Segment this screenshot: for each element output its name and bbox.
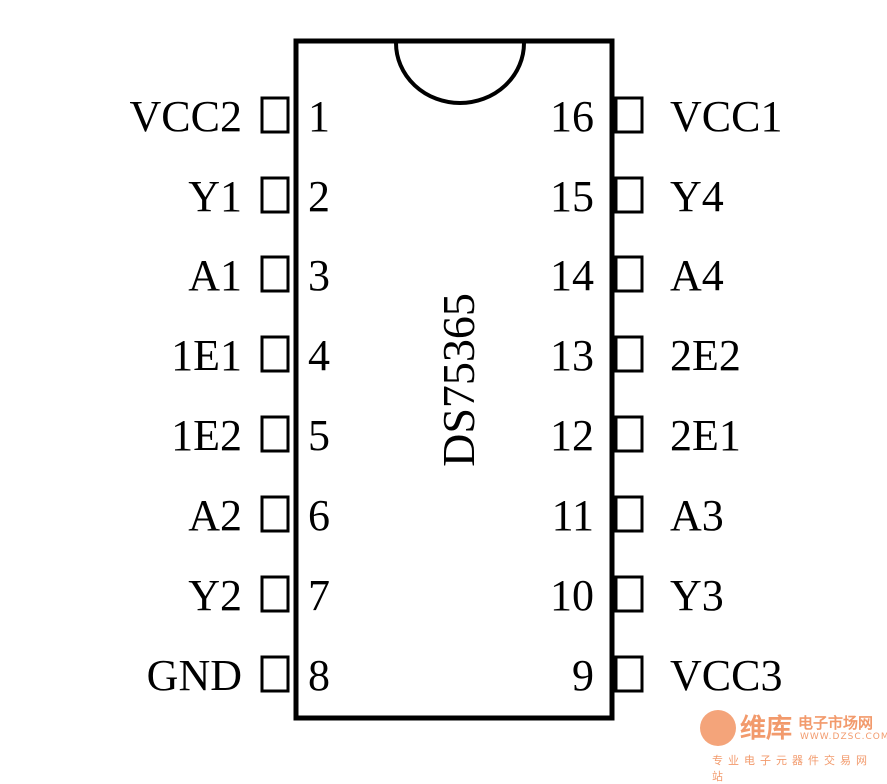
- pin-number: 6: [308, 491, 330, 540]
- pin-number: 8: [308, 651, 330, 700]
- pin-label: VCC3: [670, 651, 782, 700]
- watermark: 维库 电子市场网 WWW.DZSC.COM 专业电子元器件交易网站: [700, 708, 887, 783]
- watermark-tagline: 专业电子元器件交易网站: [712, 754, 872, 783]
- pin-label: Y3: [670, 571, 724, 620]
- pin-pad: [614, 335, 644, 373]
- pin-label: VCC2: [130, 92, 242, 141]
- pin-number: 5: [308, 411, 330, 460]
- pin-pad: [260, 335, 290, 373]
- chip-name: DS75365: [433, 293, 484, 467]
- pin-pad: [614, 575, 644, 613]
- chip-body: [293, 38, 615, 721]
- pin-pad: [614, 655, 644, 693]
- pin-number: 7: [308, 571, 330, 620]
- pin-number: 16: [550, 92, 594, 141]
- pin-number: 2: [308, 172, 330, 221]
- pin-number: 11: [552, 491, 594, 540]
- pin-pad: [260, 495, 290, 533]
- watermark-url: WWW.DZSC.COM: [800, 732, 887, 742]
- pin-pad: [614, 415, 644, 453]
- pin-label: A1: [188, 251, 242, 300]
- pin-number: 9: [572, 651, 594, 700]
- pin-pad: [260, 96, 290, 134]
- pin-pad: [260, 575, 290, 613]
- pin-number: 3: [308, 251, 330, 300]
- chip-notch: [394, 42, 526, 105]
- pin-label: Y4: [670, 172, 724, 221]
- pin-label: 2E1: [670, 411, 741, 460]
- pin-label: 1E2: [171, 411, 242, 460]
- pin-pad: [614, 96, 644, 134]
- pin-pad: [260, 655, 290, 693]
- pin-pad: [614, 255, 644, 293]
- pin-pad: [260, 415, 290, 453]
- pin-label: A4: [670, 251, 724, 300]
- pin-number: 13: [550, 331, 594, 380]
- pin-number: 12: [550, 411, 594, 460]
- watermark-subtitle: 电子市场网: [798, 714, 874, 732]
- pin-label: 2E2: [670, 331, 741, 380]
- pin-pad: [614, 176, 644, 214]
- pin-number: 15: [550, 172, 594, 221]
- pin-pad: [260, 255, 290, 293]
- pin-pad: [614, 495, 644, 533]
- pin-pad: [260, 176, 290, 214]
- pin-label: A2: [188, 491, 242, 540]
- pin-label: Y2: [188, 571, 242, 620]
- pin-label: A3: [670, 491, 724, 540]
- watermark-logo-icon: [700, 710, 736, 746]
- pin-label: GND: [147, 651, 242, 700]
- pin-number: 4: [308, 331, 330, 380]
- watermark-brand: 维库: [740, 714, 793, 744]
- pin-number: 14: [550, 251, 594, 300]
- pin-label: 1E1: [171, 331, 242, 380]
- pin-label: Y1: [188, 172, 242, 221]
- pin-number: 10: [550, 571, 594, 620]
- pin-label: VCC1: [670, 92, 782, 141]
- pin-number: 1: [308, 92, 330, 141]
